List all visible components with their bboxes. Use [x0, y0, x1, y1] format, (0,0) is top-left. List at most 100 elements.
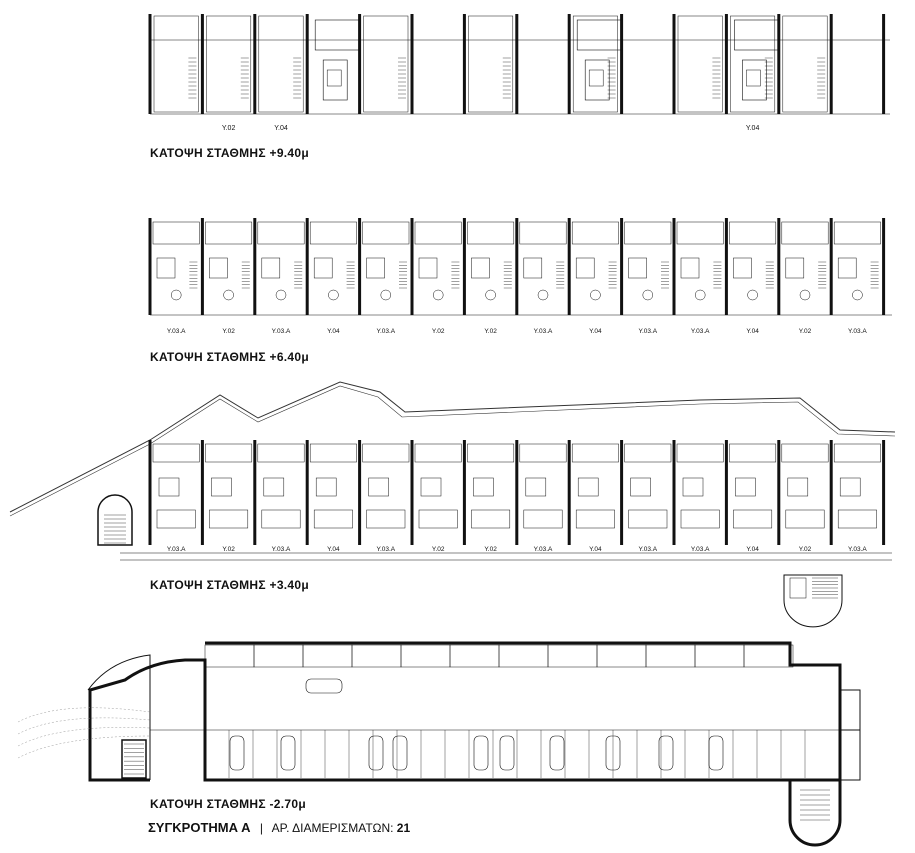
- table: [275, 289, 287, 301]
- unit-label: Y.04: [746, 125, 760, 132]
- stair: [818, 261, 827, 289]
- party-wall: [882, 14, 886, 114]
- stair: [346, 261, 355, 289]
- table: [380, 289, 392, 301]
- living-room: [158, 477, 180, 497]
- bedroom: [571, 221, 619, 245]
- party-wall: [200, 218, 204, 315]
- unit-label: Y.02: [222, 328, 235, 335]
- storage-room: [645, 644, 696, 668]
- kitchen: [523, 509, 563, 529]
- unit-label: Y.03.A: [691, 546, 710, 553]
- stair: [661, 261, 669, 289]
- storage-room: [449, 644, 500, 668]
- bedroom: [309, 443, 357, 463]
- unit-label: Y.02: [484, 328, 497, 335]
- party-wall: [829, 218, 833, 315]
- kitchen: [209, 257, 228, 279]
- kitchen: [471, 257, 490, 279]
- kitchen: [785, 509, 825, 529]
- bedroom: [309, 221, 357, 245]
- bedroom: [781, 443, 829, 463]
- parked-car: [280, 735, 296, 771]
- party-wall: [305, 14, 309, 114]
- party-wall: [253, 14, 257, 114]
- stair: [608, 261, 617, 289]
- bedroom: [833, 221, 881, 245]
- room: [677, 15, 723, 113]
- stair: [503, 261, 512, 289]
- stair: [870, 261, 879, 289]
- unit-label: Y.02: [432, 328, 445, 335]
- storage-room: [547, 644, 598, 668]
- storage-room: [351, 644, 402, 668]
- bedroom: [414, 443, 462, 463]
- parked-car: [605, 735, 621, 771]
- unit-label: Y.03.A: [691, 328, 710, 335]
- table: [747, 289, 758, 301]
- party-wall: [358, 218, 362, 315]
- stair: [293, 57, 302, 99]
- kitchen: [156, 257, 176, 279]
- parked-car: [229, 735, 245, 771]
- unit-label: Y.03.A: [376, 328, 395, 335]
- kitchen: [209, 509, 249, 529]
- unit-label: Y.04: [327, 328, 340, 335]
- stair-tower-right: [783, 574, 843, 628]
- bedroom: [205, 221, 253, 245]
- bedroom: [624, 221, 672, 245]
- party-wall: [567, 440, 571, 545]
- kitchen: [366, 509, 406, 529]
- living-room: [682, 477, 704, 497]
- storage-room: [302, 644, 353, 668]
- storage-room: [694, 644, 745, 668]
- bedroom: [729, 221, 777, 245]
- kitchen: [785, 257, 805, 279]
- party-wall: [567, 218, 571, 315]
- unit-label: Y.03.A: [638, 328, 657, 335]
- party-wall: [148, 440, 152, 545]
- party-wall: [253, 440, 257, 545]
- kitchen: [680, 257, 700, 279]
- bedroom: [676, 221, 724, 245]
- bedroom: [833, 443, 881, 463]
- bedroom: [781, 221, 829, 245]
- bedroom: [362, 443, 410, 463]
- party-wall: [620, 218, 624, 315]
- stair: [294, 261, 303, 289]
- living-room: [420, 477, 442, 497]
- unit-label: Y.03.A: [272, 546, 291, 553]
- service-room: [839, 689, 861, 731]
- stair: [188, 57, 197, 99]
- unit-label: Y.03.A: [167, 546, 186, 553]
- party-wall: [620, 14, 624, 114]
- bedroom: [624, 443, 672, 463]
- room: [782, 15, 828, 113]
- living-room: [787, 477, 809, 497]
- table: [432, 289, 444, 301]
- apartment-count: 21: [396, 821, 411, 835]
- unit-label: Y.02: [222, 546, 235, 553]
- room: [206, 15, 252, 113]
- ramp-wall: [87, 654, 151, 780]
- kitchen: [628, 509, 668, 529]
- party-wall: [724, 440, 728, 545]
- unit-label: Y.04: [327, 546, 340, 553]
- bedroom: [576, 19, 622, 51]
- kitchen: [628, 257, 647, 279]
- unit-label: Y.03.A: [167, 328, 186, 335]
- living-room: [263, 477, 285, 497]
- stair: [712, 57, 721, 99]
- stair: [451, 261, 460, 289]
- kitchen: [733, 257, 752, 279]
- ramp-line: [17, 707, 151, 723]
- storage-room: [400, 644, 451, 668]
- basement-outline: [88, 641, 842, 782]
- party-wall: [148, 218, 152, 315]
- party-wall: [672, 218, 676, 315]
- unit-label: Y.03.A: [848, 328, 867, 335]
- parked-car: [368, 735, 384, 771]
- party-wall: [724, 14, 728, 114]
- table: [642, 289, 654, 301]
